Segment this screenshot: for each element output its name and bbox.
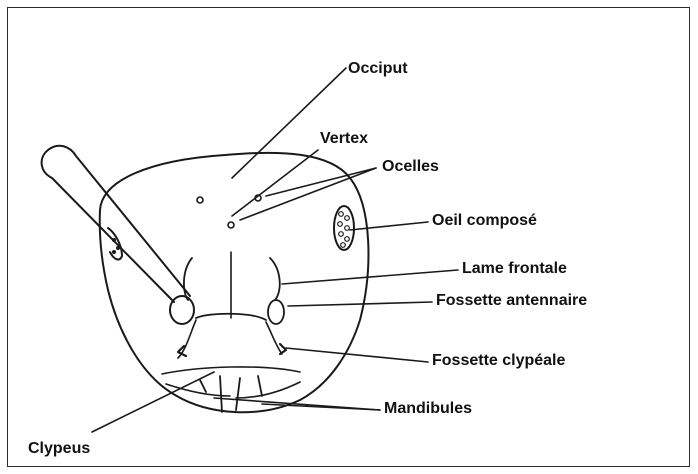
clypeal-pit-right [280, 344, 286, 354]
leader-fossette-clypeale [286, 348, 428, 362]
label-ocelles: Ocelles [382, 158, 439, 176]
mandible-right [236, 382, 300, 398]
leader-ocelles-1 [266, 168, 376, 196]
label-mandibules: Mandibules [384, 400, 472, 418]
label-fossette-antennaire: Fossette antennaire [436, 292, 587, 310]
head-outline [100, 153, 369, 412]
label-vertex: Vertex [320, 130, 368, 148]
left-eye [108, 228, 122, 259]
ocellus-median [228, 222, 234, 228]
antennal-fossa-right [268, 300, 284, 324]
label-lame-frontale: Lame frontale [462, 260, 567, 278]
label-fossette-clypeale: Fossette clypéale [432, 352, 565, 370]
leader-clypeus [92, 372, 214, 432]
label-clypeus: Clypeus [28, 440, 90, 458]
clypeus-bottom [162, 367, 300, 374]
label-occiput: Occiput [348, 60, 408, 78]
compound-eye-facets [338, 212, 350, 248]
frontal-lamina-right [270, 258, 280, 300]
clypeus-right-edge [266, 322, 282, 354]
antenna-scape [42, 146, 190, 302]
antenna-base [170, 296, 194, 324]
label-oeil-compose: Oeil composé [432, 212, 537, 230]
leader-fossette-antennaire [288, 302, 432, 306]
ocellus-left [197, 197, 203, 203]
leader-oeil-compose [350, 222, 428, 230]
leader-lame-frontale [282, 270, 458, 284]
leader-lines [92, 68, 458, 432]
